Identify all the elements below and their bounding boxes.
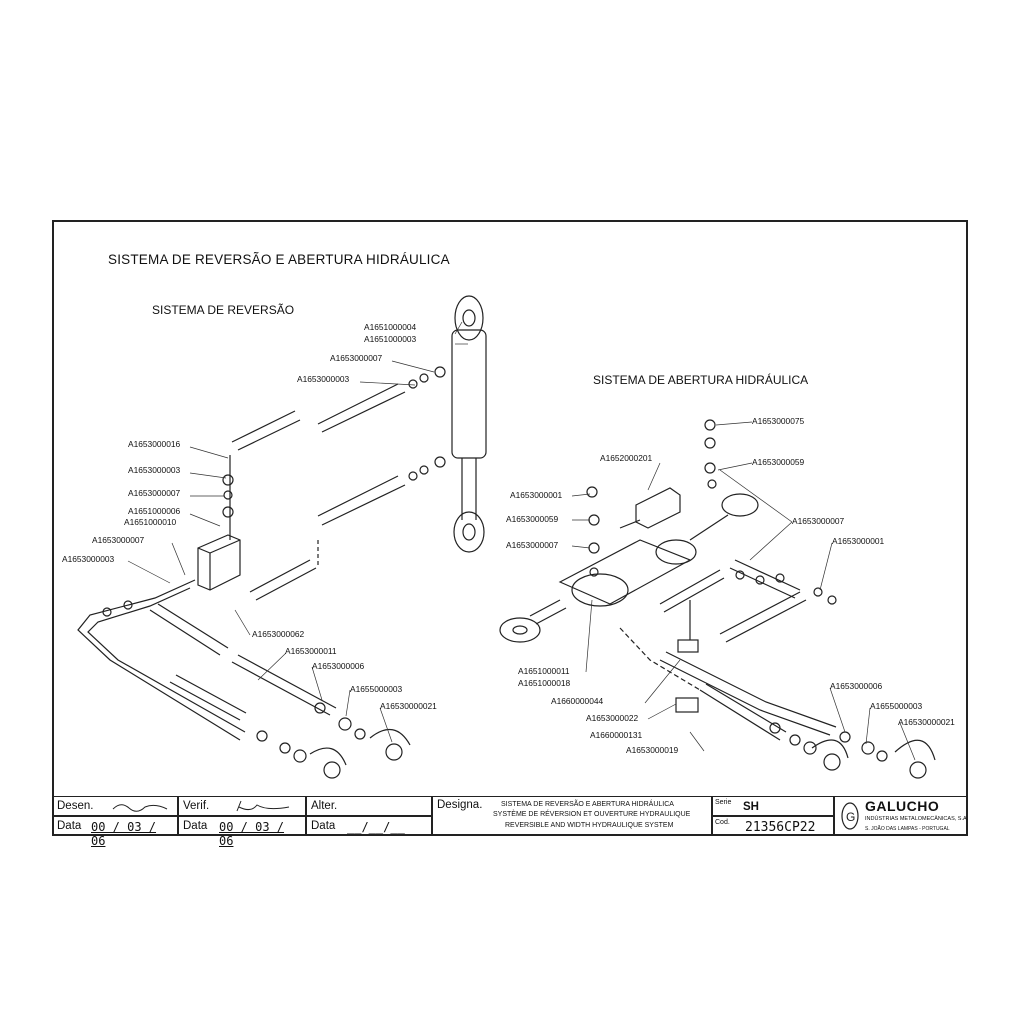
verif-date-cell: Data 00 / 03 / 06	[178, 816, 306, 848]
company-name: GALUCHO	[865, 798, 940, 814]
opening-valve-block	[635, 487, 681, 529]
desen-date: 00 / 03 / 06	[91, 820, 157, 848]
part-label: A1660000044	[551, 696, 604, 706]
part-label: A1653000001	[832, 536, 885, 546]
cod-label: Cod.	[715, 819, 730, 826]
part-label: A1655000003	[870, 701, 923, 711]
part-label: A1653000016	[128, 439, 181, 449]
part-label: A1651000018	[518, 678, 571, 688]
part-label: A1653000006	[312, 661, 365, 671]
part-label: A1653000011	[285, 646, 337, 656]
cod-cell: Cod. 21356CP22	[712, 816, 834, 836]
verif-signature	[236, 800, 290, 812]
part-label: A1651000004	[364, 322, 417, 332]
hose-lower	[317, 475, 406, 526]
company-logo-icon: G	[841, 802, 859, 830]
section-title-abertura: SISTEMA DE ABERTURA HIDRÁULICA	[593, 373, 809, 387]
designa-cell: Designa. SISTEMA DE REVERSÃO E ABERTURA …	[432, 796, 712, 836]
part-label: A1653000059	[506, 514, 559, 524]
part-label: A1653000007	[792, 516, 845, 526]
part-label: A1651000003	[364, 334, 417, 344]
part-label: A1660000131	[590, 730, 643, 740]
alter-date-cell: Data __/__/__	[306, 816, 432, 836]
drawing-title: SISTEMA DE REVERSÃO E ABERTURA HIDRÁULIC…	[108, 252, 450, 267]
part-label: A16530000021	[898, 717, 955, 727]
section-title-reversao: SISTEMA DE REVERSÃO	[152, 303, 295, 317]
verif-label: Verif.	[183, 800, 210, 812]
verif-date: 00 / 03 / 06	[219, 820, 285, 848]
serie-label: Serie	[715, 799, 732, 806]
part-label: A1653000006	[830, 681, 883, 691]
part-label: A1653000003	[128, 465, 181, 475]
alter-cell: Alter.	[306, 796, 432, 816]
part-label: A1653000003	[297, 374, 350, 384]
part-label: A16530000021	[380, 701, 437, 711]
desen-cell: Desen.	[52, 796, 178, 816]
serie-value: SH	[743, 801, 759, 813]
reversal-valve-block	[197, 534, 241, 591]
part-label: A1653000075	[752, 416, 805, 426]
hose-left-loop	[77, 579, 241, 741]
part-label: A1651000011	[518, 666, 570, 676]
cod-value: 21356CP22	[745, 820, 816, 835]
opening-cylinder-body	[558, 539, 692, 605]
verif-cell: Verif.	[178, 796, 306, 816]
part-label: A1653000019	[626, 745, 679, 755]
designa-fr: SYSTÈME DE RÉVERSION ET OUVERTURE HYDRAU…	[493, 811, 691, 818]
part-label: A1653000059	[752, 457, 805, 467]
designa-pt: SISTEMA DE REVERSÃO E ABERTURA HIDRÁULIC…	[501, 801, 674, 808]
part-label: A1653000003	[62, 554, 115, 564]
part-label: A1651000006	[128, 506, 181, 516]
part-label: A1653000062	[252, 629, 305, 639]
data-label: Data	[183, 820, 208, 832]
company-cell: G GALUCHO INDÚSTRIAS METALOMECÂNICAS, S.…	[834, 796, 968, 836]
part-label: A1653000022	[586, 713, 639, 723]
hose-upper	[317, 383, 406, 433]
cylinder-end-eye	[721, 493, 759, 517]
designa-en: REVERSIBLE AND WIDTH HYDRAULIQUE SYSTEM	[505, 822, 674, 829]
title-block: Desen. Data 00 / 03 / 06 Verif. Data 00 …	[52, 796, 968, 848]
reversal-cylinder-body	[451, 329, 487, 459]
cylinder-bottom-eye	[453, 511, 485, 553]
part-label: A1652000201	[600, 453, 653, 463]
desen-date-cell: Data 00 / 03 / 06	[52, 816, 178, 848]
data-label: Data	[311, 820, 336, 832]
alter-date: __/__/__	[347, 820, 405, 834]
part-label: A1655000003	[350, 684, 403, 694]
designa-label: Designa.	[437, 799, 483, 811]
part-label: A1653000001	[510, 490, 563, 500]
rod-end-eye	[499, 617, 541, 643]
desen-label: Desen.	[57, 800, 94, 812]
serie-cell: Serie SH	[712, 796, 834, 816]
part-label: A1653000007	[128, 488, 181, 498]
alter-label: Alter.	[311, 800, 338, 812]
company-location: S. JOÃO DAS LAMPAS - PORTUGAL	[865, 826, 950, 832]
company-subtitle: INDÚSTRIAS METALOMECÂNICAS, S.A.	[865, 816, 969, 822]
cylinder-top-eye	[454, 295, 484, 341]
opening-cylinder-rod	[529, 599, 561, 617]
part-label: A1653000007	[330, 353, 383, 363]
desen-signature	[112, 804, 168, 812]
data-label: Data	[57, 820, 82, 832]
svg-text:G: G	[846, 810, 855, 824]
part-label: A1653000007	[92, 535, 145, 545]
part-label: A1651000010	[124, 517, 177, 527]
part-label: A1653000007	[506, 540, 559, 550]
